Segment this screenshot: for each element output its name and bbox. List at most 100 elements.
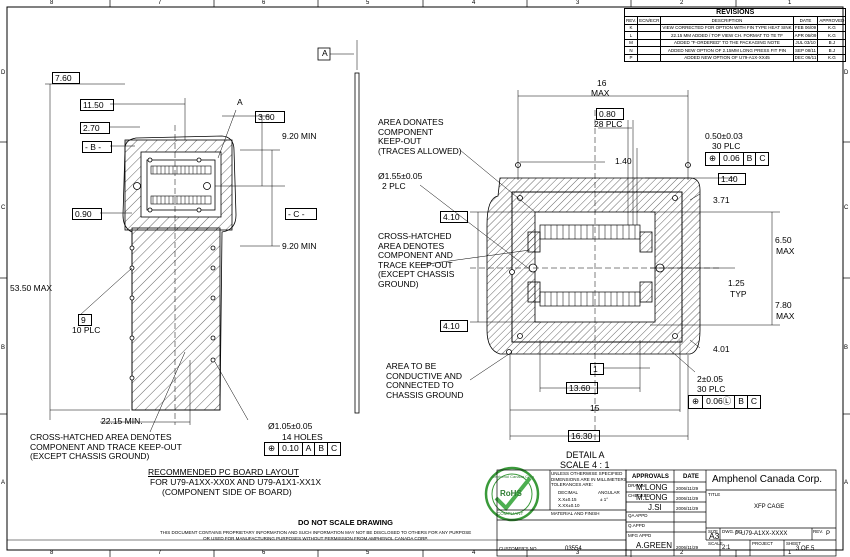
pcb-keep-out-note: CROSS-HATCHED AREA DENOTES COMPONENT AND…	[30, 432, 182, 461]
tolerance-header: UNLESS OTHERWISE SPECIFIED DIMENSIONS AR…	[551, 471, 627, 487]
rev-cell: B.J	[817, 46, 847, 55]
dim-0-50: 0.50±0.03	[705, 131, 743, 141]
zone-label-top: 2	[680, 0, 684, 6]
tolerance-value: 0.06	[720, 153, 744, 165]
customer-number: 03554	[565, 546, 582, 552]
sheet-size: A3	[709, 531, 720, 541]
dim-11-50: 11.50	[80, 99, 114, 111]
rev-cell: SEP 08/11	[792, 46, 819, 55]
hole-diameter: Ø1.05±0.05	[268, 421, 313, 431]
plc-30-top: 30 PLC	[712, 141, 741, 151]
dim-7-80: 7.80	[775, 300, 792, 310]
tolerance-decimal-values: X.X±0.15 X.XX±0.10	[558, 497, 580, 508]
dim-6-50-max: MAX	[776, 246, 795, 256]
material-label: MATERIAL AND FINISH	[551, 511, 600, 516]
plc-28: 28 PLC	[594, 119, 623, 129]
company-name: Amphenol Canada Corp.	[712, 474, 823, 485]
dim-2: 2±0.05	[697, 374, 723, 384]
zone-label-bottom: 2	[680, 550, 684, 556]
lmc-tolerance-frame: ⊕ 0.06Ⓛ B C	[688, 395, 761, 409]
dim-4-01: 4.01	[713, 344, 730, 354]
zone-label-bottom: 7	[158, 550, 162, 556]
zone-label-top: 3	[576, 0, 580, 6]
revisions-title: REVISIONS	[623, 8, 847, 17]
dim-7-60: 7.60	[52, 72, 80, 84]
dim-2-70: 2.70	[80, 122, 110, 134]
rev-cell: N	[623, 46, 639, 55]
position-icon: ⊕	[265, 443, 280, 455]
rev-cell: ADDED NEW OPTION OF U79-A1X-XX45	[660, 53, 794, 62]
detail-title: DETAIL A	[566, 450, 605, 460]
zone-label-top: 7	[158, 0, 162, 6]
rev-cell: APR 06/09	[792, 31, 819, 40]
approvals-header: APPROVALS	[632, 474, 669, 480]
title-label: TITLE	[708, 492, 721, 497]
rev-cell: ADDED NEW OPTION OF 2.15MM LONG PRESS FI…	[660, 46, 794, 55]
rohs-mark: RoHS	[500, 489, 522, 498]
datum-ref-a: A	[303, 443, 316, 455]
zone-label-side: A	[844, 480, 849, 486]
position-icon: ⊕	[706, 153, 721, 165]
rev-cell: ADDED "F-ORDERED" TO THE PACKAGING NOTE	[660, 38, 794, 47]
note-component-keep-out: AREA DONATES COMPONENT KEEP-OUT (TRACES …	[378, 117, 462, 156]
dim-3-60: 3.60	[255, 111, 285, 123]
typ-label: TYP	[730, 289, 747, 299]
rohs-compliant: COMPLIANT	[497, 511, 524, 516]
note-cross-hatched: CROSS-HATCHED AREA DENOTES COMPONENT AND…	[378, 231, 455, 289]
zone-label-top: 4	[472, 0, 476, 6]
zone-label-bottom: 5	[366, 550, 370, 556]
dim-1-25: 1.25	[728, 278, 745, 288]
approval-role: QA APPD	[628, 513, 648, 518]
hatched-area-lower	[131, 227, 221, 411]
rev-cell: K	[623, 23, 639, 32]
datum-a-side-view	[317, 40, 360, 414]
rev-cell: K.G	[817, 31, 847, 40]
rev-cell: L	[623, 31, 639, 40]
zone-label-top: 8	[50, 0, 54, 6]
dim-16-max: MAX	[591, 88, 610, 98]
approval-name: J.SI	[648, 503, 662, 512]
pcb-layout-view	[45, 83, 285, 433]
rev-cell	[637, 38, 662, 47]
part-title: XFP CAGE	[754, 504, 785, 510]
datum-ref-c: C	[331, 443, 338, 453]
customer-label: CUSTOMER'S NO.	[499, 546, 538, 551]
sheet-number: 3 OF 5	[796, 546, 815, 552]
rev-cell: JUL 03/10	[792, 38, 819, 47]
zone-label-side: C	[844, 205, 849, 211]
rev-header: DESCRIPTION	[660, 16, 794, 25]
rev-row: N ADDED NEW OPTION OF 2.15MM LONG PRESS F…	[623, 46, 847, 55]
detail-pad-lines	[544, 225, 636, 306]
dim-0-90: 0.90	[72, 208, 102, 220]
rev-cell	[637, 46, 662, 55]
approval-role: CHECKED	[628, 493, 651, 498]
approval-date: 2006/11/29	[676, 506, 699, 511]
zone-label-bottom: 4	[472, 550, 476, 556]
dim-9: 9	[78, 314, 92, 326]
dim-hole-1-55: Ø1.55±0.05	[378, 171, 423, 181]
pad-row-top	[152, 166, 206, 174]
approval-date: 2006/11/29	[676, 486, 699, 491]
zone-label-side: B	[844, 345, 849, 351]
approval-name: M.LONG	[636, 483, 668, 492]
datum-c: - C -	[285, 208, 317, 220]
zone-label-bottom: 3	[576, 550, 580, 556]
rev-header: REV.	[623, 16, 639, 25]
datum-ref-b: B	[744, 153, 757, 165]
revision: P	[826, 531, 831, 537]
dim-3-71: 3.71	[713, 195, 730, 205]
dim-9-20-min-top: 9.20 MIN	[282, 131, 317, 141]
dim-4-10-top: 4.10	[440, 211, 468, 223]
tolerance-angular-label: ANGULAR	[598, 490, 620, 495]
rev-row: L 22.15 MM ADDED / TOP VIEW CH. FORMAT TO…	[623, 31, 847, 40]
dim-16-30: 16.30	[568, 430, 600, 442]
approval-date: 2006/11/29	[676, 545, 699, 550]
rev-cell: 22.15 MM ADDED / TOP VIEW CH. FORMAT TO …	[660, 31, 794, 40]
detail-scale: SCALE 4 : 1	[560, 460, 610, 470]
rev-cell: P	[623, 53, 639, 62]
drawing-number: P-U79-A1XX-XXXX	[735, 531, 788, 537]
